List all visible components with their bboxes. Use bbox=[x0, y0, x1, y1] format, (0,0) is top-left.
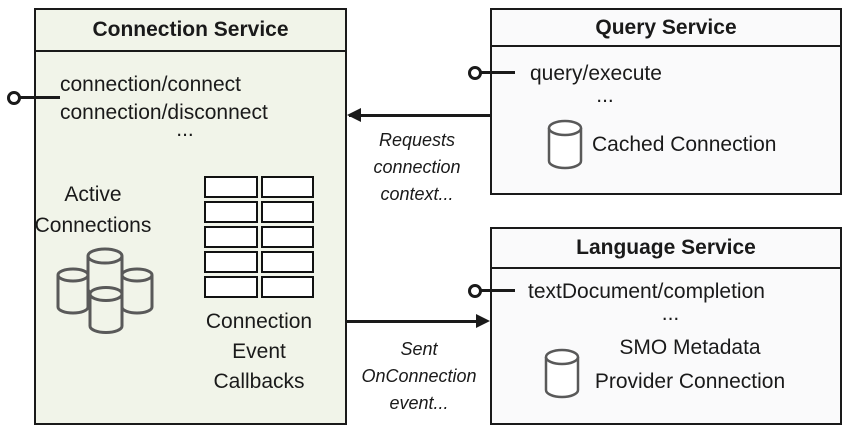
connection-event-callbacks-label: Connection Event Callbacks bbox=[205, 310, 313, 393]
sent-arrowhead-icon bbox=[476, 314, 490, 328]
sent-arrow-line bbox=[347, 320, 480, 323]
table-cell bbox=[204, 276, 258, 298]
query-service-method: query/execute bbox=[530, 62, 662, 85]
table-cell bbox=[204, 251, 258, 273]
table-cell bbox=[204, 226, 258, 248]
query-service-box: Query Service bbox=[490, 8, 842, 195]
query-interface-lollipop-icon bbox=[468, 66, 482, 80]
requests-arrowhead-icon bbox=[347, 108, 361, 122]
table-cell bbox=[260, 176, 314, 198]
query-service-ellipsis: ... bbox=[596, 84, 614, 107]
table-cell bbox=[260, 226, 314, 248]
connection-service-methods: connection/connect connection/disconnect bbox=[60, 73, 268, 124]
query-service-title: Query Service bbox=[492, 10, 840, 47]
table-cell bbox=[260, 201, 314, 223]
sent-onconnection-event-label: Sent OnConnection event... bbox=[361, 339, 477, 413]
connection-interface-lollipop-icon bbox=[7, 91, 21, 105]
smo-metadata-database-icon bbox=[544, 348, 580, 399]
cached-connection-label: Cached Connection bbox=[592, 133, 777, 156]
language-service-box: Language Service bbox=[490, 227, 842, 425]
cached-connection-database-icon bbox=[547, 119, 583, 170]
requests-connection-context-label: Requests connection context... bbox=[373, 130, 461, 204]
active-connections-db-cluster-icon bbox=[56, 247, 154, 334]
active-connections-label: Active Connections bbox=[34, 183, 152, 237]
callbacks-table-icon bbox=[204, 176, 314, 298]
language-interface-line bbox=[480, 289, 515, 292]
smo-metadata-provider-connection-label: SMO Metadata Provider Connection bbox=[594, 336, 786, 393]
language-service-title: Language Service bbox=[492, 229, 840, 269]
language-service-ellipsis: ... bbox=[661, 302, 680, 325]
connection-interface-line bbox=[20, 96, 60, 99]
query-interface-line bbox=[480, 71, 515, 74]
language-service-method: textDocument/completion bbox=[528, 280, 765, 303]
language-interface-lollipop-icon bbox=[468, 284, 482, 298]
requests-arrow-line bbox=[349, 114, 490, 117]
table-cell bbox=[260, 276, 314, 298]
table-cell bbox=[204, 201, 258, 223]
connection-service-title: Connection Service bbox=[36, 10, 345, 52]
connection-service-ellipsis: ... bbox=[176, 118, 194, 141]
table-cell bbox=[260, 251, 314, 273]
table-cell bbox=[204, 176, 258, 198]
